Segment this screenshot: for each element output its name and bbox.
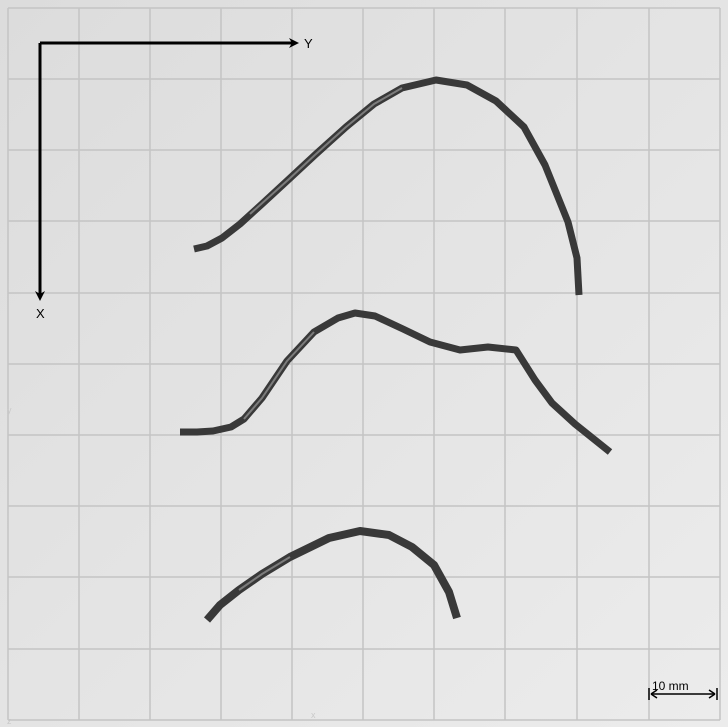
y-axis-label: Y <box>304 36 313 51</box>
x-axis-label: X <box>36 306 45 321</box>
grid-lines <box>7 7 721 721</box>
scale-bar-label: 10 mm <box>652 679 689 693</box>
faint-z-axis-label: z <box>7 716 12 726</box>
curves-group <box>180 76 613 623</box>
scale-bar <box>648 688 718 700</box>
faint-x-axis-label: x <box>311 710 316 720</box>
middle-curve[interactable] <box>180 309 613 455</box>
upper-curve[interactable] <box>193 76 583 296</box>
faint-y-axis-label: y <box>7 405 12 415</box>
axis-triad <box>35 38 299 301</box>
lower-curve[interactable] <box>203 527 461 623</box>
